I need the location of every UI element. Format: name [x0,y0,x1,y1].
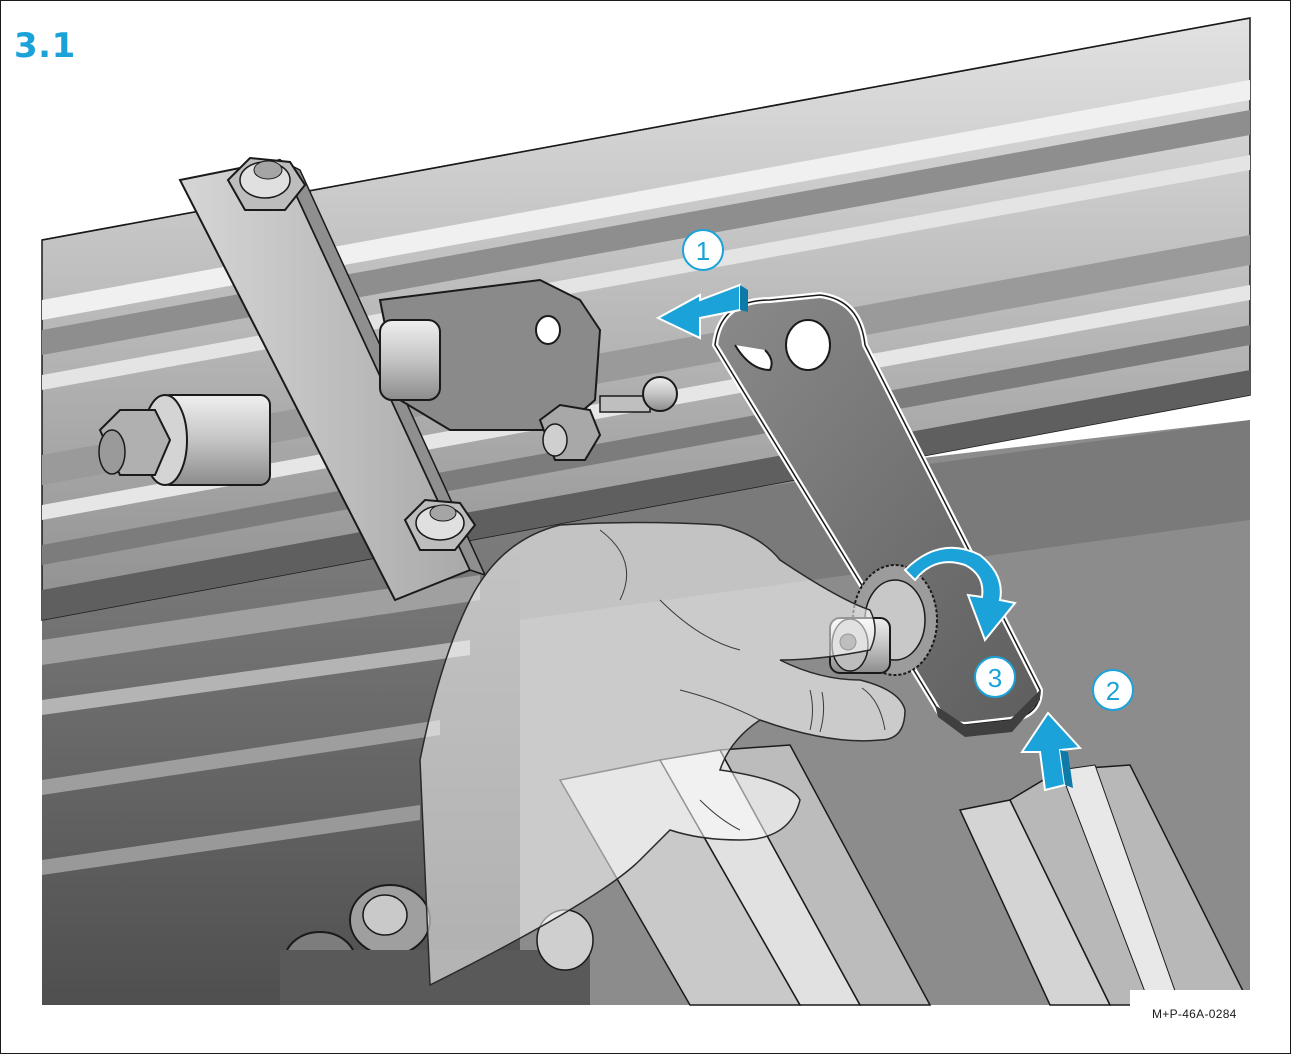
hand-illustration [419,521,906,987]
arrow-up-icon [1020,711,1083,792]
callout-3: 3 [974,656,1016,698]
top-bolt [226,156,307,211]
bracket [378,278,678,461]
callout-3-label: 3 [988,663,1002,693]
knurled-knob [829,564,938,676]
document-code: M+P-46A-0284 [1152,1007,1237,1021]
bottom-bolt [403,498,477,551]
arrow-left-icon [655,283,748,340]
left-shaft [98,394,271,486]
step-number: 3.1 [14,26,76,66]
callout-2: 2 [1092,669,1134,711]
rotate-clockwise-icon [903,546,1017,642]
bottom-knobs [280,884,594,1005]
doc-code-background [1130,990,1260,1020]
callout-1: 1 [682,229,724,271]
callout-2-label: 2 [1106,676,1120,706]
callout-1-label: 1 [696,236,710,266]
